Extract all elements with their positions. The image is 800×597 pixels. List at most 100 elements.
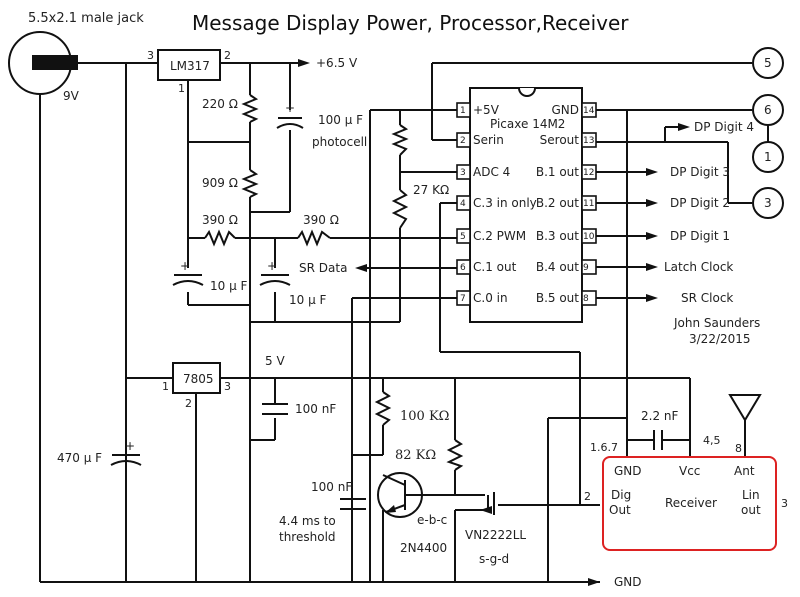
pin-label: B.5 out xyxy=(536,291,579,305)
capacitor-470uf: + xyxy=(110,439,142,466)
svg-text:2: 2 xyxy=(584,490,591,503)
pin-label: B.1 out xyxy=(536,165,579,179)
output-dp-digit-4: DP Digit 4 xyxy=(694,120,754,134)
pin-label: +5V xyxy=(473,103,500,117)
gnd-label: GND xyxy=(614,575,642,589)
pin-label: C.1 out xyxy=(473,260,517,274)
diagram-title: Message Display Power, Processor,Receive… xyxy=(192,11,629,35)
svg-text:390 Ω: 390 Ω xyxy=(303,213,339,227)
svg-text:2N4400: 2N4400 xyxy=(400,541,447,555)
resistor-220 xyxy=(241,94,259,123)
pin-label: B.4 out xyxy=(536,260,579,274)
svg-text:1: 1 xyxy=(460,106,466,116)
output-dp-digit-2: DP Digit 2 xyxy=(670,196,730,210)
picaxe-pin-left-1: 1 +5V xyxy=(456,102,500,118)
svg-text:+: + xyxy=(125,439,135,453)
svg-text:Vcc: Vcc xyxy=(679,464,700,478)
svg-text:100 nF: 100 nF xyxy=(311,480,352,494)
capacitor-100nf-a xyxy=(262,403,288,415)
svg-text:2: 2 xyxy=(224,49,231,62)
svg-text:390 Ω: 390 Ω xyxy=(202,213,238,227)
picaxe-pin-right-12: 12B.1 out xyxy=(536,164,597,180)
svg-text:VN2222LL: VN2222LL xyxy=(465,528,526,542)
jack-label: 5.5x2.1 male jack xyxy=(28,11,144,26)
svg-text:1: 1 xyxy=(764,150,772,164)
svg-text:+: + xyxy=(285,101,295,115)
svg-text:100 nF: 100 nF xyxy=(295,402,336,416)
svg-text:8: 8 xyxy=(735,442,742,455)
svg-text:2: 2 xyxy=(460,136,466,146)
picaxe-pin-left-2: 2 Serin xyxy=(456,132,504,148)
svg-text:3: 3 xyxy=(224,380,231,393)
svg-text:5: 5 xyxy=(460,232,466,242)
pin-label: Serin xyxy=(473,133,504,147)
capacitor-10uf-a: + xyxy=(172,259,204,286)
vout-6v5-label: +6.5 V xyxy=(316,56,358,70)
picaxe-pin-right-14: 14 GND xyxy=(551,102,597,118)
resistor-82k xyxy=(446,439,464,471)
svg-text:470 µ F: 470 µ F xyxy=(57,451,102,465)
capacitor-2n2 xyxy=(653,430,663,450)
output-dp-digit-3: DP Digit 3 xyxy=(670,165,730,179)
svg-text:2: 2 xyxy=(185,397,192,410)
resistors: 220 Ω 909 Ω 390 Ω 390 Ω 27 KΩ 100 KΩ 82 … xyxy=(202,94,464,471)
pin-label: C.0 in xyxy=(473,291,508,305)
pin-label: GND xyxy=(551,103,579,117)
svg-text:220 Ω: 220 Ω xyxy=(202,97,238,111)
connector-6: 6 xyxy=(752,94,784,126)
svg-text:out: out xyxy=(741,503,761,517)
resistor-100k xyxy=(374,391,392,426)
svg-text:3: 3 xyxy=(781,497,788,510)
transistor-2n4400: e-b-c 2N4400 xyxy=(377,472,447,555)
picaxe-pin-right-10: 10B.3 out xyxy=(536,228,597,244)
svg-text:Dig: Dig xyxy=(611,488,631,502)
svg-text:82 KΩ: 82 KΩ xyxy=(395,448,436,463)
svg-text:1: 1 xyxy=(162,380,169,393)
connector-5: 5 xyxy=(752,47,784,79)
resistor-909 xyxy=(241,169,259,198)
svg-text:e-b-c: e-b-c xyxy=(417,513,447,527)
svg-text:1: 1 xyxy=(178,82,185,95)
picaxe-pin-right-9: 9 B.4 out xyxy=(536,259,597,275)
svg-text:909 Ω: 909 Ω xyxy=(202,176,238,190)
picaxe-pin-right-8: 8 B.5 out xyxy=(536,290,597,306)
svg-text:s-g-d: s-g-d xyxy=(479,552,509,566)
photocell-label: photocell xyxy=(312,135,367,149)
capacitor-100uf: + xyxy=(276,101,304,129)
lm317-regulator: LM317 3 2 1 +6.5 V xyxy=(147,49,358,95)
svg-text:13: 13 xyxy=(583,136,594,146)
svg-text:11: 11 xyxy=(583,199,594,209)
svg-text:100 KΩ: 100 KΩ xyxy=(400,409,449,424)
connector-1: 1 xyxy=(752,141,784,173)
sr-data-label: SR Data xyxy=(299,261,347,275)
svg-text:Lin: Lin xyxy=(742,488,760,502)
svg-text:5: 5 xyxy=(764,56,772,70)
pin-label: B.3 out xyxy=(536,229,579,243)
jack-voltage: 9V xyxy=(63,89,80,103)
picaxe-pin-left-7: 7 C.0 in xyxy=(456,290,508,306)
svg-text:LM317: LM317 xyxy=(170,59,210,73)
svg-text:Out: Out xyxy=(609,503,631,517)
svg-text:3: 3 xyxy=(147,49,154,62)
picaxe-chip: Picaxe 14M2 xyxy=(469,87,583,323)
pin-label: ADC 4 xyxy=(473,165,510,179)
svg-text:7805: 7805 xyxy=(183,372,214,386)
svg-text:9: 9 xyxy=(583,263,589,273)
author: John Saunders xyxy=(673,316,760,330)
svg-text:8: 8 xyxy=(583,294,589,304)
svg-text:3: 3 xyxy=(764,196,772,210)
reg-7805: 7805 1 2 3 5 V xyxy=(162,354,285,410)
resistor-390-b xyxy=(297,229,331,247)
wires xyxy=(39,59,769,586)
receiver-module: GND Vcc Ant Dig Out Receiver Lin out 1.6… xyxy=(584,434,788,551)
vout-5v-label: 5 V xyxy=(265,354,285,368)
svg-text:7: 7 xyxy=(460,294,466,304)
svg-text:10 µ F: 10 µ F xyxy=(289,293,327,307)
svg-text:2.2 nF: 2.2 nF xyxy=(641,409,679,423)
svg-text:14: 14 xyxy=(583,106,595,116)
